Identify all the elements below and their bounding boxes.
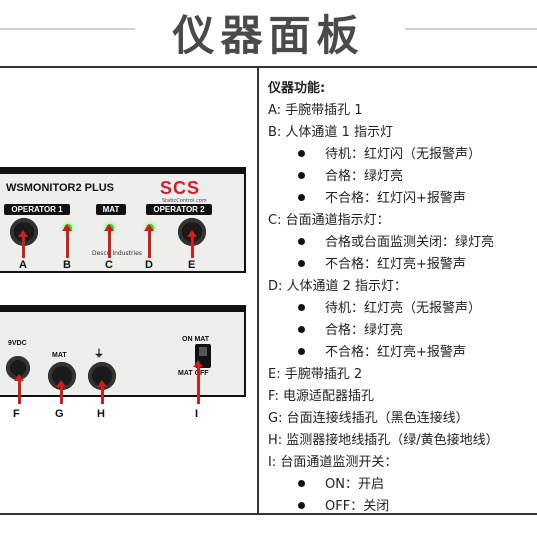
device-model-label: WSMONITOR2 PLUS bbox=[6, 182, 114, 194]
function-text: 不合格：红灯亮+报警声 bbox=[325, 257, 466, 272]
bullet-icon bbox=[298, 480, 305, 487]
function-bullet-item: 不合格：红灯闪+报警声 bbox=[268, 188, 533, 210]
title-row: 仪器面板 bbox=[0, 0, 537, 62]
function-text: 不合格：红灯闪+报警声 bbox=[325, 191, 466, 206]
arrow-b bbox=[62, 224, 72, 258]
function-item: F: 电源适配器插孔 bbox=[268, 386, 533, 408]
function-item: C: 台面通道指示灯： bbox=[268, 210, 533, 232]
bullet-icon bbox=[298, 304, 305, 311]
bullet-icon bbox=[298, 326, 305, 333]
mat-label: MAT bbox=[52, 352, 67, 359]
callout-c: C bbox=[105, 259, 113, 271]
function-item: A: 手腕带插孔 1 bbox=[268, 100, 533, 122]
function-item: D: 人体通道 2 指示灯： bbox=[268, 276, 533, 298]
power-label: 9VDC bbox=[8, 340, 27, 347]
brand-logo: SCS bbox=[160, 178, 201, 198]
switch-on-label: ON MAT bbox=[182, 336, 210, 343]
arrow-c bbox=[104, 224, 114, 258]
function-text: OFF：关闭 bbox=[325, 499, 390, 514]
bullet-icon bbox=[298, 172, 305, 179]
function-item: E: 手腕带插孔 2 bbox=[268, 364, 533, 386]
port-label-operator-1: OPERATOR 1 bbox=[4, 204, 70, 215]
page-title: 仪器面板 bbox=[172, 11, 365, 60]
function-text: 合格：绿灯亮 bbox=[325, 169, 404, 184]
title-divider-right bbox=[405, 28, 537, 30]
switch-off-label: MAT OFF bbox=[178, 370, 209, 377]
port-label-operator-2: OPERATOR 2 bbox=[146, 204, 212, 215]
port-label-mat: MAT bbox=[96, 204, 126, 215]
arrow-i bbox=[193, 360, 203, 404]
function-bullet-item: 合格：绿灯亮 bbox=[268, 320, 533, 342]
function-text: 不合格：红灯亮+报警声 bbox=[325, 345, 466, 360]
bullet-icon bbox=[298, 194, 305, 201]
function-bullet-item: OFF：关闭 bbox=[268, 496, 533, 518]
function-text: G: 台面连接线插孔（黑色连接线） bbox=[268, 411, 469, 426]
title-divider-left bbox=[0, 28, 135, 30]
function-bullet-item: 不合格：红灯亮+报警声 bbox=[268, 254, 533, 276]
function-item: B: 人体通道 1 指示灯 bbox=[268, 122, 533, 144]
function-bullet-item: ON：开启 bbox=[268, 474, 533, 496]
function-bullet-item: 合格或台面监测关闭：绿灯亮 bbox=[268, 232, 533, 254]
function-text: 待机：红灯亮（无报警声） bbox=[325, 301, 482, 316]
arrow-f bbox=[14, 374, 24, 404]
arrow-h bbox=[97, 380, 107, 404]
bullet-icon bbox=[298, 348, 305, 355]
function-text: D: 人体通道 2 指示灯： bbox=[268, 279, 408, 294]
function-item: G: 台面连接线插孔（黑色连接线） bbox=[268, 408, 533, 430]
function-list: 仪器功能: A: 手腕带插孔 1 B: 人体通道 1 指示灯待机：红灯闪（无报警声… bbox=[268, 78, 533, 518]
function-item: I: 台面通道监测开关： bbox=[268, 452, 533, 474]
function-bullet-item: 不合格：红灯亮+报警声 bbox=[268, 342, 533, 364]
function-text: ON：开启 bbox=[325, 477, 384, 492]
bullet-icon bbox=[298, 260, 305, 267]
callout-e: E bbox=[188, 259, 196, 271]
bullet-icon bbox=[298, 150, 305, 157]
callout-g: G bbox=[55, 408, 64, 420]
device-rear-panel: 9VDC MAT ⏚ ON MAT MAT OFF bbox=[0, 305, 246, 397]
function-text: E: 手腕带插孔 2 bbox=[268, 367, 363, 382]
function-text: F: 电源适配器插孔 bbox=[268, 389, 374, 404]
column-divider bbox=[257, 66, 259, 515]
callout-d: D bbox=[145, 259, 153, 271]
arrow-e bbox=[187, 230, 197, 258]
arrow-g bbox=[56, 380, 66, 404]
arrow-d bbox=[144, 224, 154, 258]
function-heading: 仪器功能: bbox=[268, 81, 326, 96]
function-text: B: 人体通道 1 指示灯 bbox=[268, 125, 393, 140]
function-text: I: 台面通道监测开关： bbox=[268, 455, 398, 470]
function-text: 合格或台面监测关闭：绿灯亮 bbox=[325, 235, 495, 250]
function-bullet-item: 待机：红灯亮（无报警声） bbox=[268, 298, 533, 320]
callout-a: A bbox=[19, 259, 27, 271]
function-item: H: 监测器接地线插孔（绿/黄色接地线） bbox=[268, 430, 533, 452]
function-text: A: 手腕带插孔 1 bbox=[268, 103, 363, 118]
brand-url: StaticControl.com bbox=[162, 198, 207, 204]
callout-f: F bbox=[13, 408, 20, 420]
content-frame bbox=[0, 66, 537, 515]
bullet-icon bbox=[298, 238, 305, 245]
function-bullet-item: 待机：红灯闪（无报警声） bbox=[268, 144, 533, 166]
device-front-panel: WSMONITOR2 PLUS SCS StaticControl.com OP… bbox=[0, 167, 246, 273]
ground-icon: ⏚ bbox=[94, 349, 104, 360]
callout-h: H bbox=[97, 408, 105, 420]
bullet-icon bbox=[298, 502, 305, 509]
callout-b: B bbox=[63, 259, 71, 271]
function-text: C: 台面通道指示灯： bbox=[268, 213, 390, 228]
function-text: 合格：绿灯亮 bbox=[325, 323, 404, 338]
function-text: 待机：红灯闪（无报警声） bbox=[325, 147, 482, 162]
callout-i: I bbox=[195, 408, 199, 420]
maker-label: Desco Industries bbox=[92, 250, 142, 257]
arrow-a bbox=[18, 230, 28, 258]
function-text: H: 监测器接地线插孔（绿/黄色接地线） bbox=[268, 433, 499, 448]
function-bullet-item: 合格：绿灯亮 bbox=[268, 166, 533, 188]
